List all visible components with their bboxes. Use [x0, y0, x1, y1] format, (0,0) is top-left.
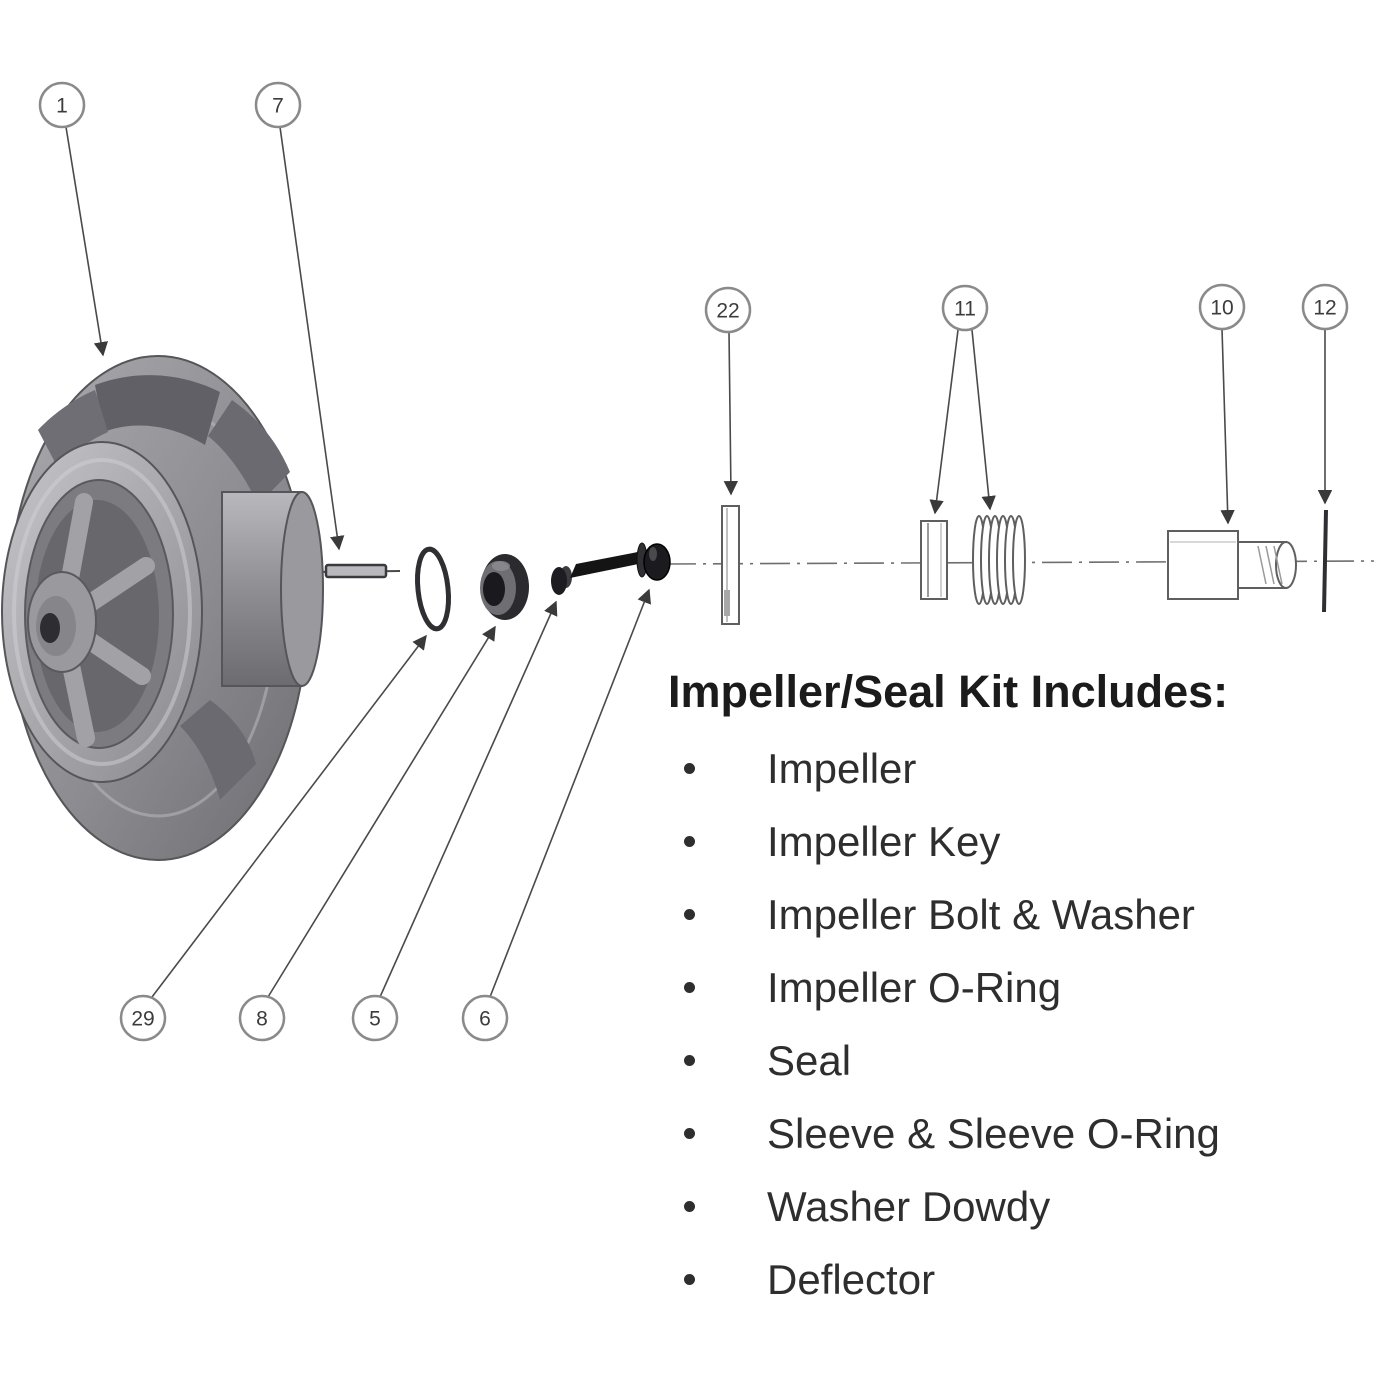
bullet-icon: [684, 836, 695, 847]
callout-balloon-7: 7: [254, 81, 302, 129]
bullet-icon: [684, 1128, 695, 1139]
impeller-vane: [38, 390, 108, 468]
bullet-icon: [684, 909, 695, 920]
kit-item: Impeller O-Ring: [668, 951, 1383, 1024]
leader-6: [489, 588, 651, 998]
leader-7: [279, 126, 345, 551]
impeller-bolt-part: [570, 542, 671, 581]
kit-includes-panel: Impeller/Seal Kit Includes: Impeller Imp…: [668, 666, 1383, 1316]
kit-title: Impeller/Seal Kit Includes:: [668, 666, 1229, 717]
kit-item: Deflector: [668, 1243, 1383, 1316]
kit-item: Washer Dowdy: [668, 1170, 1383, 1243]
impeller-hub-boss-face: [280, 491, 324, 687]
kit-item-label: Deflector: [767, 1255, 936, 1303]
impeller-vane: [180, 700, 256, 800]
callout-number-22: 22: [716, 300, 739, 323]
bullet-icon: [684, 1055, 695, 1066]
callout-number-8: 8: [256, 1008, 268, 1031]
kit-item-label: Impeller: [767, 744, 917, 792]
callout-number-29: 29: [131, 1008, 154, 1031]
callout-number-1: 1: [56, 95, 68, 118]
washer-part: [551, 566, 572, 595]
collar-part: [920, 520, 948, 600]
callout-balloon-10: 10: [1198, 283, 1246, 331]
callout-balloon-11: 11: [941, 284, 989, 332]
callout-balloon-22: 22: [704, 286, 752, 334]
impeller-illustration: [1, 355, 324, 861]
leader-10: [1220, 328, 1235, 525]
kit-item-label: Seal: [767, 1036, 852, 1084]
leader-lines: [65, 126, 1333, 998]
impeller-shaft-hole: [40, 613, 60, 643]
callout-balloon-8: 8: [238, 994, 286, 1042]
callout-balloon-29: 29: [119, 994, 167, 1042]
impeller-key-part: [324, 563, 388, 579]
kit-item-label: Impeller Key: [767, 817, 1001, 865]
kit-item-label: Impeller O-Ring: [767, 963, 1062, 1011]
kit-item-label: Sleeve & Sleeve O-Ring: [767, 1109, 1220, 1157]
kit-item: Impeller Bolt & Washer: [668, 878, 1383, 951]
callout-number-12: 12: [1313, 297, 1336, 320]
impeller-o-ring-part: [415, 546, 451, 632]
bullet-icon: [684, 763, 695, 774]
leader-11b: [971, 329, 996, 511]
leader-22: [723, 331, 739, 496]
coupling-part: [1167, 530, 1297, 600]
leader-5: [379, 600, 558, 998]
callout-balloon-6: 6: [461, 994, 509, 1042]
leader-11a: [929, 329, 959, 515]
deflector-part: [1322, 509, 1328, 613]
callout-balloon-5: 5: [351, 994, 399, 1042]
callout-number-11: 11: [954, 298, 976, 321]
callout-balloon-1: 1: [38, 81, 86, 129]
leader-8: [267, 625, 496, 998]
impeller-vane: [95, 375, 220, 445]
kit-item: Sleeve & Sleeve O-Ring: [668, 1097, 1383, 1170]
seal-part: [480, 554, 529, 620]
bullet-icon: [684, 1201, 695, 1212]
kit-item: Impeller: [668, 732, 1383, 805]
kit-item-label: Washer Dowdy: [767, 1182, 1051, 1230]
leader-29: [151, 634, 427, 998]
callout-number-5: 5: [369, 1008, 381, 1031]
kit-item-label: Impeller Bolt & Washer: [767, 890, 1195, 938]
leader-1: [65, 126, 109, 357]
callout-number-10: 10: [1210, 297, 1233, 320]
spring-part: [972, 515, 1026, 605]
impeller-vane: [208, 400, 290, 505]
bullet-icon: [684, 1274, 695, 1285]
callout-balloon-12: 12: [1301, 283, 1349, 331]
kit-list: Impeller Impeller Key Impeller Bolt & Wa…: [668, 732, 1383, 1316]
sleeve-part: [721, 505, 740, 625]
kit-item: Impeller Key: [668, 805, 1383, 878]
callout-number-6: 6: [479, 1008, 491, 1031]
bullet-icon: [684, 982, 695, 993]
callout-number-7: 7: [272, 95, 284, 118]
kit-item: Seal: [668, 1024, 1383, 1097]
